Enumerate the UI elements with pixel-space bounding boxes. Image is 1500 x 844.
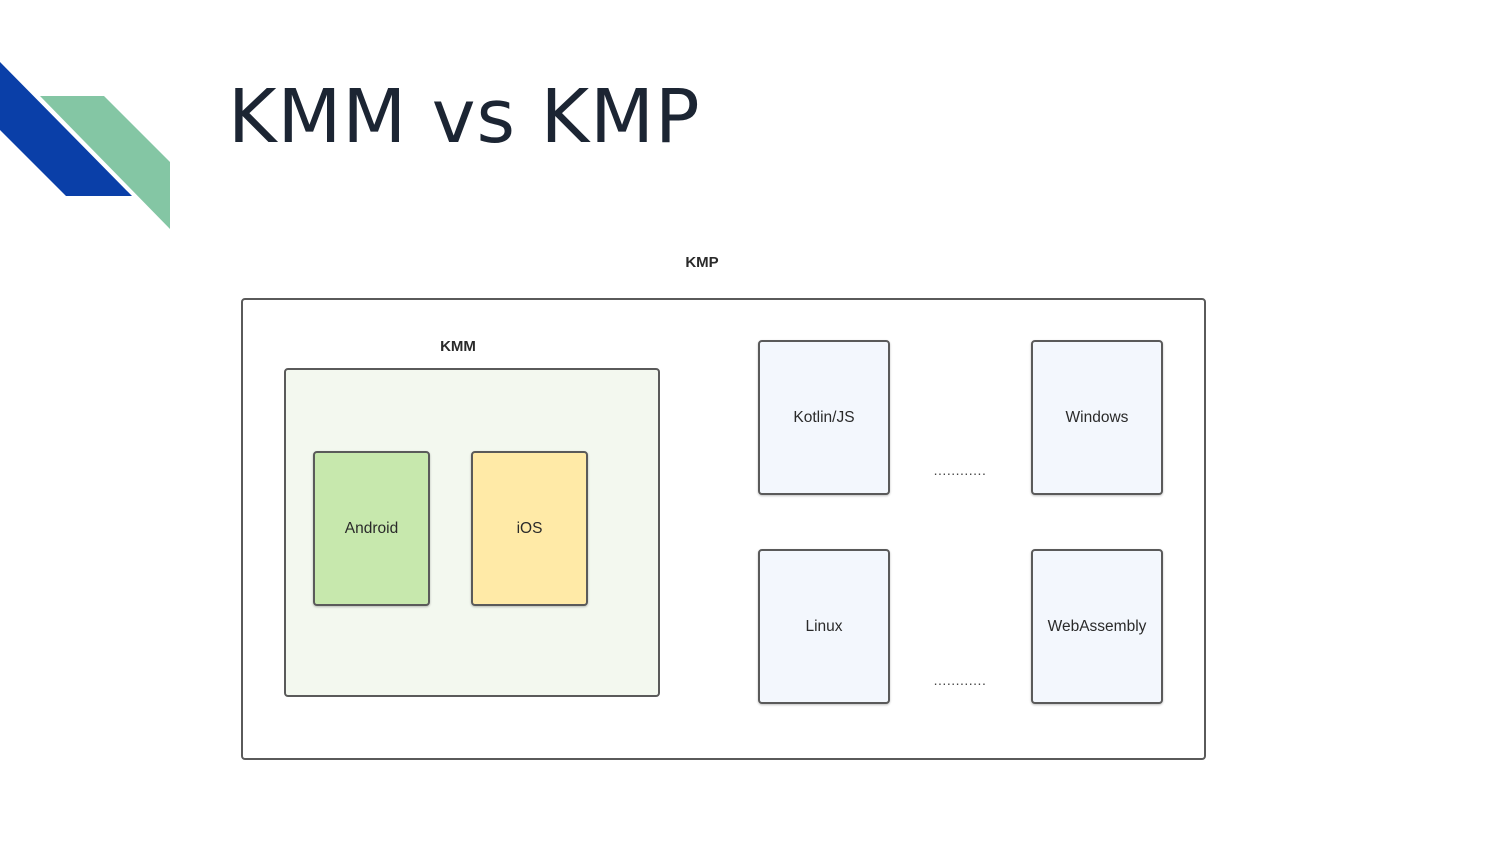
kmm-group-label: KMM [440,338,476,355]
corner-decoration [0,62,170,229]
platform-android-label: Android [344,519,399,537]
platform-kotlin-js: Kotlin/JS [758,340,890,495]
kmp-group-label: KMP [685,254,719,271]
platform-linux: Linux [758,549,890,704]
decor-blue-band [0,62,132,196]
platform-kotlin-js-label: Kotlin/JS [793,408,855,426]
platform-windows: Windows [1031,340,1163,495]
ellipsis-top: ............ [933,462,987,478]
decor-green-band [40,96,170,229]
ellipsis-bottom: ............ [933,672,987,688]
platform-windows-label: Windows [1065,408,1129,426]
platform-linux-label: Linux [805,617,843,635]
platform-webassembly: WebAssembly [1031,549,1163,704]
platform-ios-label: iOS [516,519,543,537]
page-title: KMM vs KMP [228,74,701,160]
platform-ios: iOS [471,451,588,606]
platform-webassembly-label: WebAssembly [1047,617,1147,635]
platform-android: Android [313,451,430,606]
